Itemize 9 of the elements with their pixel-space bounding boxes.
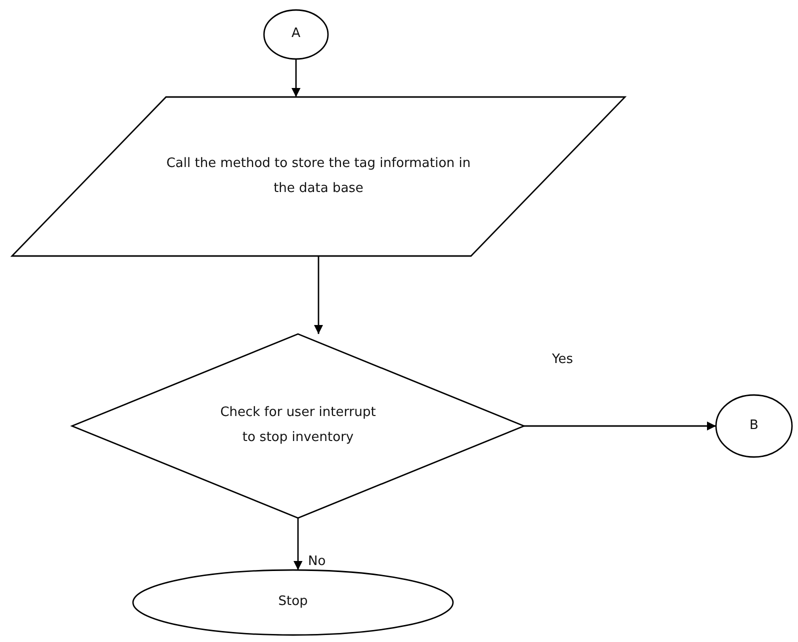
node-text: Check for user interrupt to stop inventory — [219, 404, 377, 447]
node-text: Call the method to store the tag information in the data base — [165, 154, 472, 198]
arrow — [294, 518, 302, 570]
node-text: Stop — [278, 593, 308, 612]
node-text: B — [750, 416, 758, 435]
arrow — [292, 59, 300, 97]
arrow — [314, 256, 323, 334]
node-text: A — [292, 25, 300, 44]
arrow — [524, 422, 716, 430]
